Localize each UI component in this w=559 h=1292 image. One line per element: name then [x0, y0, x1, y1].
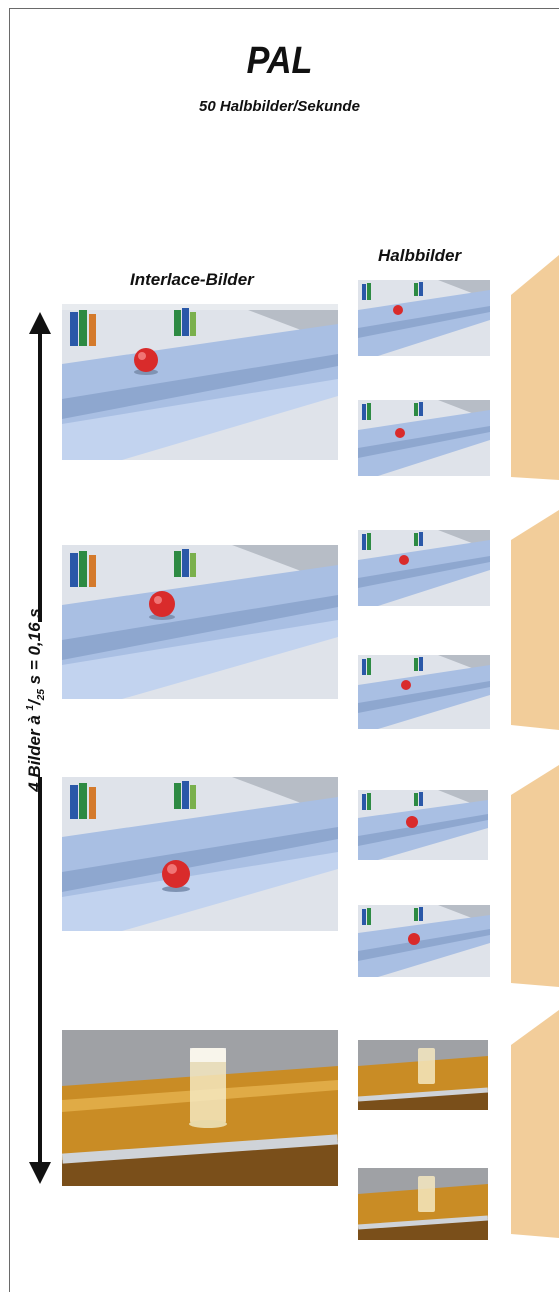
halbbild-3a: [358, 790, 488, 860]
halbbild-2a: [358, 530, 490, 606]
halbbild-1b: [358, 400, 490, 476]
duration-suffix: s = 0,16 s: [25, 608, 44, 689]
interlace-frame-4: [62, 1030, 338, 1186]
halbbild-3b: [358, 905, 490, 977]
duration-frac-sep: /: [25, 700, 44, 705]
halbbild-4b: [358, 1168, 488, 1240]
interlace-frame-1: [62, 304, 338, 460]
arrow-shaft-top: [38, 330, 42, 622]
halbbild-4a: [358, 1040, 488, 1110]
duration-label: 4 Bilder à 1/25 s = 0,16 s: [25, 608, 47, 792]
arrow-down-icon: [29, 1162, 51, 1184]
duration-prefix: 4 Bilder à: [25, 710, 44, 791]
arrow-shaft-bottom: [38, 777, 42, 1167]
page-subtitle: 50 Halbbilder/Sekunde: [0, 98, 559, 115]
duration-frac-num: 1: [25, 705, 36, 711]
interlace-heading: Interlace-Bilder: [130, 270, 254, 290]
peach-wedge-2: [505, 510, 559, 730]
peach-wedge-3: [505, 765, 559, 987]
interlace-frame-3: [62, 777, 338, 931]
halbbild-1a: [358, 280, 490, 356]
halbbilder-heading: Halbbilder: [378, 246, 461, 266]
duration-frac-den: 25: [36, 689, 47, 700]
peach-wedge-4: [505, 1010, 559, 1238]
page-title: PAL: [28, 40, 531, 83]
halbbild-2b: [358, 655, 490, 729]
peach-wedge-1: [505, 255, 559, 480]
interlace-frame-2: [62, 545, 338, 699]
